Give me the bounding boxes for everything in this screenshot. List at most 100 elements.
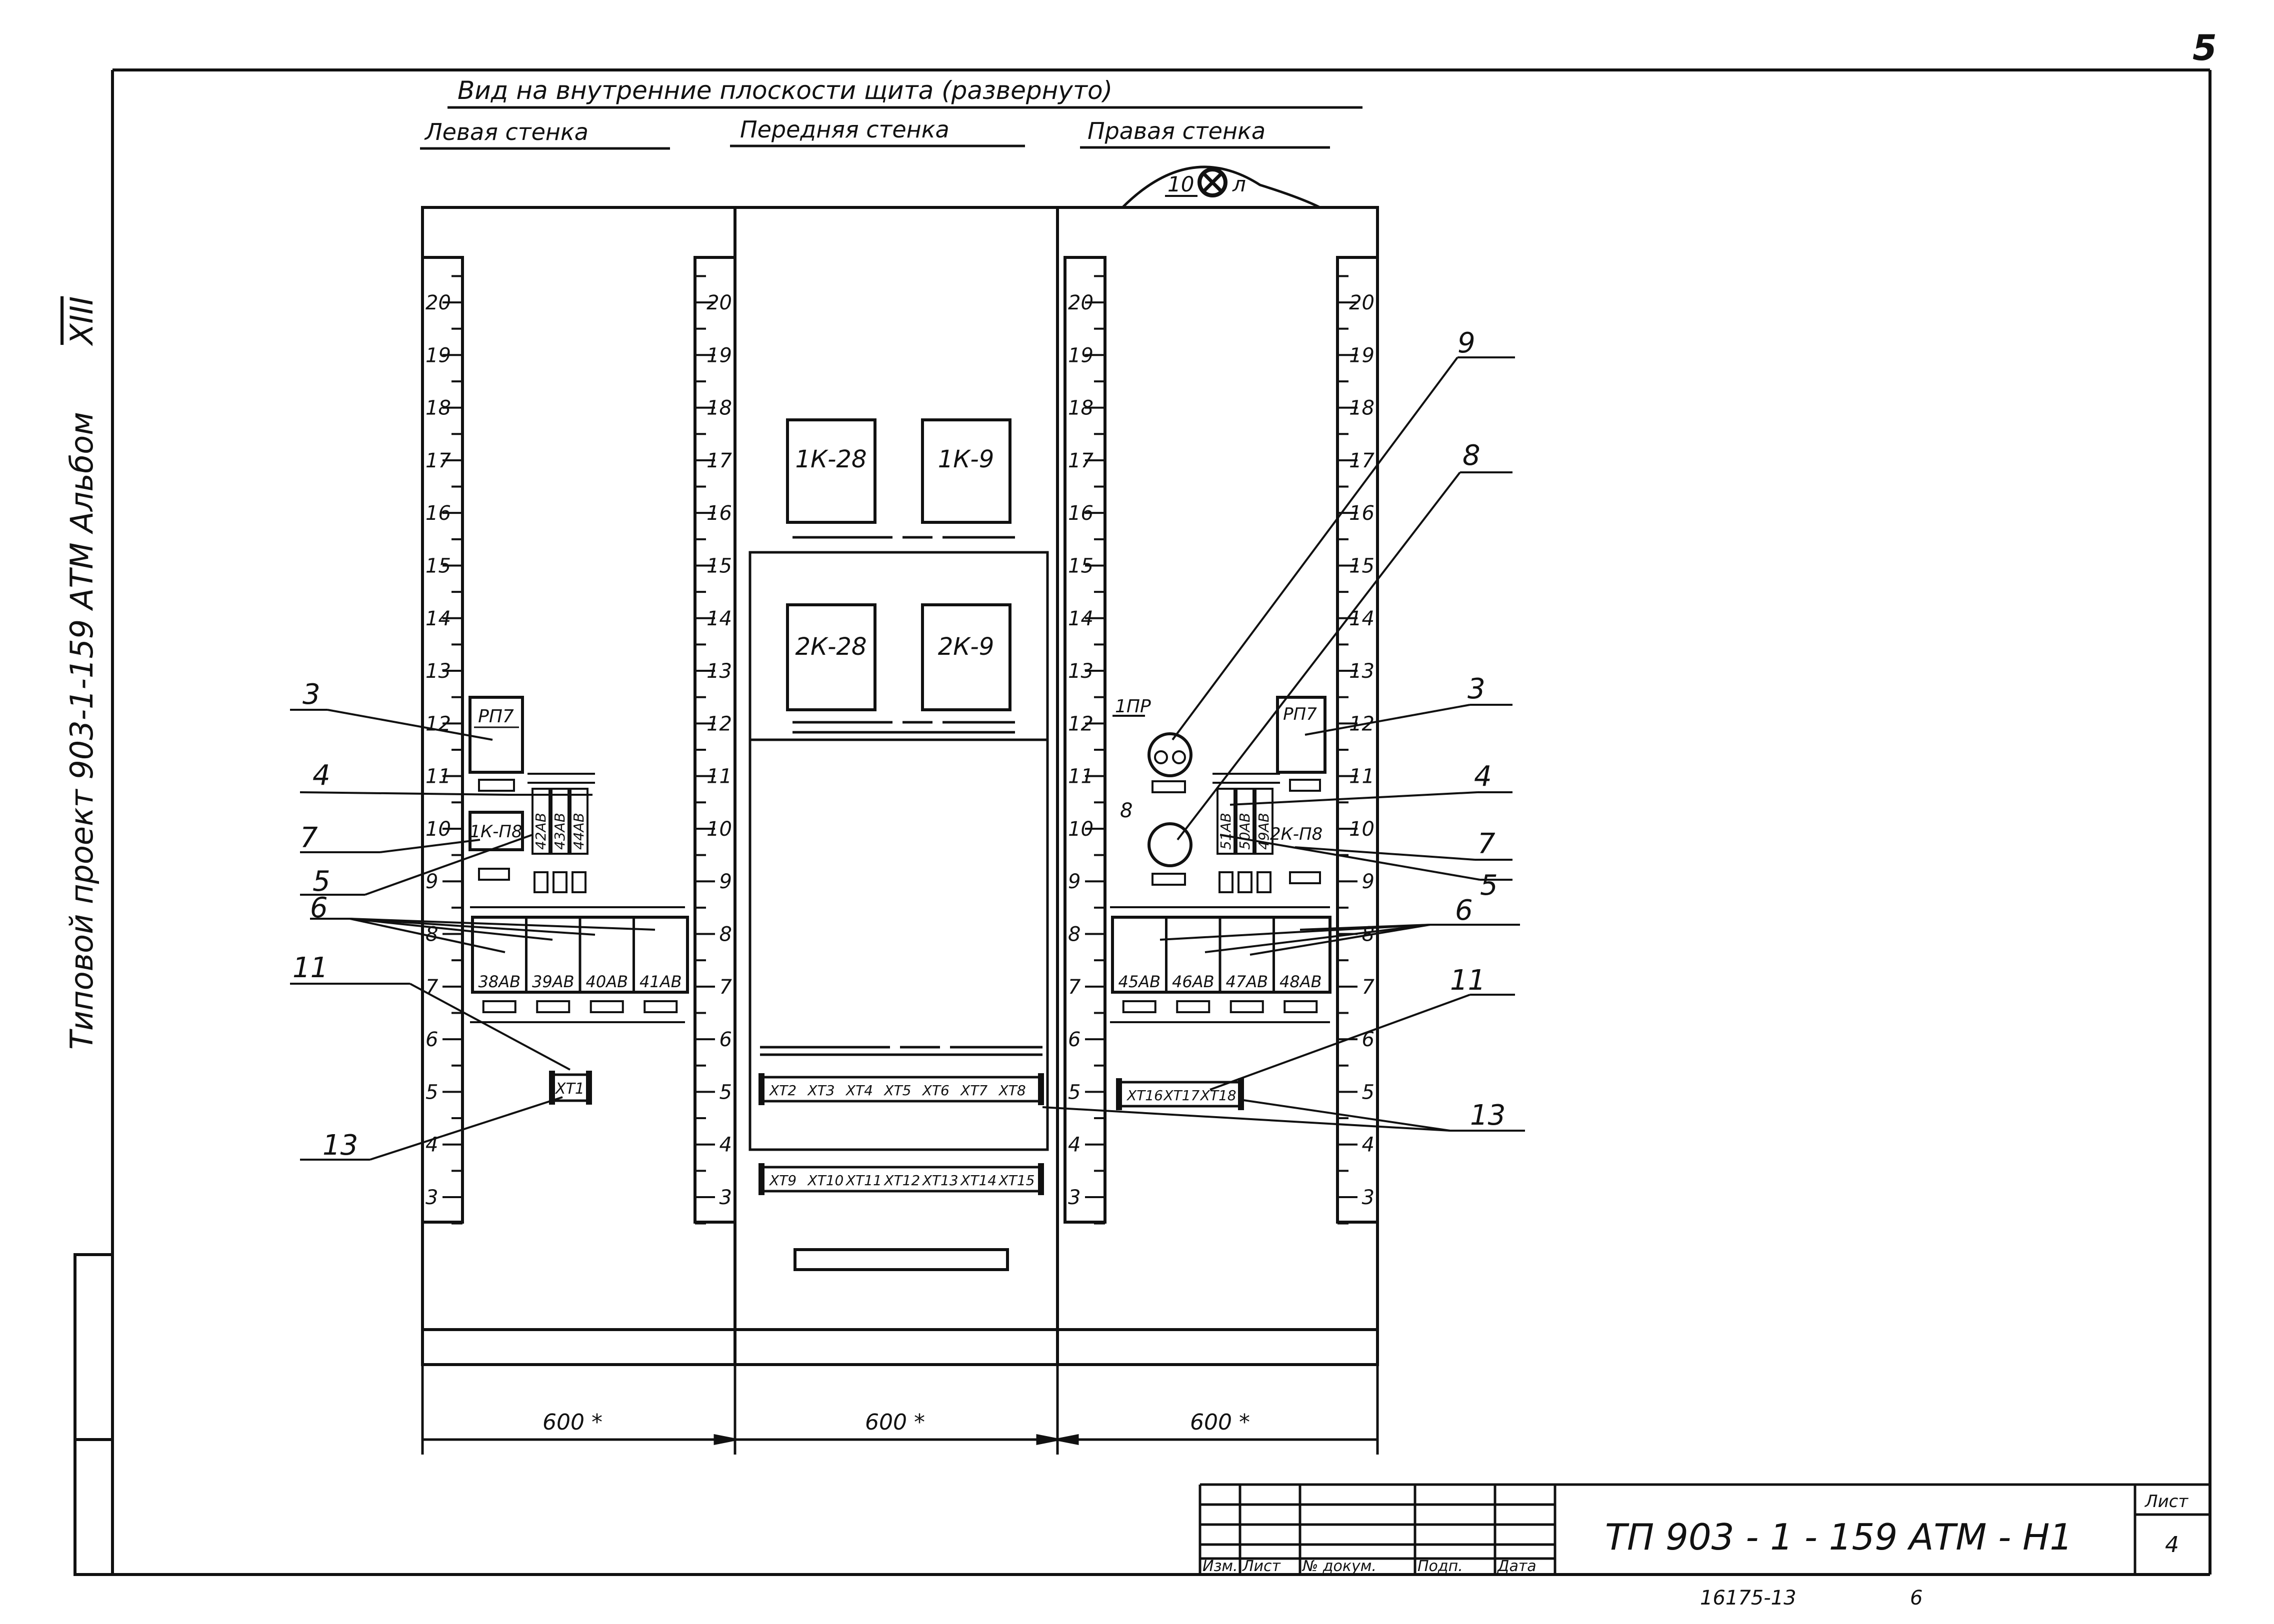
scale-ruler — [694, 256, 736, 1224]
scale-tick-label: 12 — [706, 712, 732, 735]
scale-tick-label: 19 — [426, 344, 451, 367]
vertical-breaker-label: 44АВ — [570, 813, 587, 850]
callout-number: 6 — [310, 892, 328, 924]
scale-tick-label: 7 — [720, 976, 732, 999]
title-block-header: Дата — [1496, 1558, 1536, 1575]
scale-tick-label: 12 — [1068, 712, 1094, 735]
bottom-code: 16175-13 — [1700, 1587, 1796, 1610]
terminal-label: ХТ18 — [1200, 1087, 1236, 1104]
scale-tick-label: 4 — [720, 1134, 732, 1157]
page-number: 5 — [2192, 27, 2217, 68]
scale-tick-label: 16 — [426, 502, 451, 525]
scale-tick-label: 10 — [426, 818, 451, 841]
scale-tick-label: 9 — [426, 870, 438, 893]
vertical-breaker-label: 42АВ — [532, 813, 549, 850]
scale-tick-label: 8 — [720, 923, 732, 946]
scales: 3456789101112131415161718192034567891011… — [421, 256, 1379, 1225]
indicator-icon — [1148, 732, 1192, 777]
callout-number: 11 — [292, 952, 328, 984]
push-button-icon — [1148, 822, 1192, 867]
vertical-breaker-label: 50АВ — [1236, 813, 1253, 850]
breaker-tag — [1230, 1000, 1264, 1013]
terminal-label: ХТ14 — [960, 1172, 996, 1189]
callout-number: 8 — [1462, 439, 1480, 472]
lamp-code: л — [1232, 172, 1246, 196]
scale-tick-label: 11 — [426, 765, 451, 788]
terminal-label: ХТ16 — [1126, 1087, 1163, 1104]
callout-number: 11 — [1450, 964, 1486, 997]
relay-2k-28: 2К-28 — [795, 633, 866, 661]
scale-tick-label: 3 — [1068, 1186, 1080, 1209]
terminal-label: ХТ10 — [806, 1172, 844, 1189]
lamp-number: 10 — [1168, 172, 1194, 196]
sheet-label: Лист — [2144, 1492, 2188, 1512]
breaker-label: 40АВ — [586, 972, 628, 991]
dimension-front: 600 * — [865, 1410, 925, 1435]
callout-number: 13 — [322, 1129, 358, 1162]
scale-tick-label: 7 — [1362, 976, 1375, 999]
terminal-label: ХТ9 — [768, 1172, 796, 1189]
scale-ruler — [421, 256, 464, 1224]
right-relay-2k-p8: 2К-П8 — [1270, 824, 1322, 844]
callout-number: 5 — [312, 865, 330, 898]
scale-tick-label: 13 — [706, 660, 732, 683]
dimension-right: 600 * — [1190, 1410, 1250, 1435]
scale-tick-label: 20 — [1068, 291, 1094, 314]
scale-tick-label: 10 — [1068, 818, 1094, 841]
terminal-label: ХТ3 — [806, 1082, 834, 1099]
title-block-header: Лист — [1242, 1558, 1282, 1575]
scale-tick-label: 15 — [706, 554, 732, 577]
vertical-breaker — [570, 788, 588, 855]
scale-tick-label: 6 — [720, 1028, 732, 1051]
scale-tick-label: 17 — [1068, 449, 1094, 472]
dimension-left: 600 * — [542, 1410, 602, 1435]
breaker-label: 39АВ — [532, 972, 574, 991]
scale-tick-label: 9 — [720, 870, 732, 893]
scale-tick-label: 4 — [1068, 1134, 1080, 1157]
callout-number: 4 — [1474, 760, 1492, 793]
scale-tick-label: 14 — [426, 607, 451, 630]
scale-tick-label: 5 — [426, 1081, 438, 1104]
vertical-breaker — [1216, 788, 1236, 855]
leader-lines — [290, 356, 1525, 1161]
breaker-label: 47АВ — [1226, 972, 1268, 991]
callout-number: 13 — [1470, 1099, 1506, 1132]
button-label: 8 — [1120, 799, 1132, 822]
svg-text:ХТ1: ХТ1 — [554, 1080, 584, 1098]
callout-number: 7 — [300, 822, 318, 854]
scale-tick-label: 6 — [426, 1028, 438, 1051]
title-block-header: Подп. — [1418, 1558, 1463, 1575]
left-terminal-xt1: ХТ1 — [549, 1071, 592, 1105]
terminal-label: ХТ4 — [845, 1082, 873, 1099]
scale-tick-label: 10 — [1349, 818, 1374, 841]
scale-tick-label: 17 — [1349, 449, 1374, 472]
callout-number: 7 — [1478, 828, 1496, 860]
scale-tick-label: 18 — [426, 397, 451, 420]
svg-text:Типовой проект 903-1-159 АТМ А: Типовой проект 903-1-159 АТМ Альбом — [64, 412, 100, 1050]
scale-tick-label: 15 — [426, 554, 451, 577]
breaker-label: 41АВ — [640, 972, 682, 991]
scale-ruler — [1064, 256, 1106, 1224]
scale-tick-label: 5 — [1068, 1081, 1080, 1104]
scale-tick-label: 10 — [706, 818, 732, 841]
terminal-label: ХТ7 — [960, 1082, 988, 1099]
indicator-label-1pr: 1ПР — [1115, 696, 1151, 717]
scale-tick-label: 9 — [1362, 870, 1374, 893]
lamp-housing: 10 л — [1122, 165, 1321, 209]
breaker-tag — [1284, 1000, 1318, 1013]
lamp-icon — [1198, 167, 1228, 197]
vertical-breaker — [1254, 788, 1274, 855]
title-block-header: № докум. — [1302, 1558, 1376, 1575]
right-wall-label: Правая стенка — [1088, 117, 1266, 144]
breaker-label: 48АВ — [1280, 972, 1322, 991]
sheet-frame — [74, 68, 2212, 1576]
terminal-label: ХТ12 — [883, 1172, 920, 1189]
scale-tick-label: 7 — [1068, 976, 1081, 999]
terminal-label: ХТ6 — [922, 1082, 950, 1099]
